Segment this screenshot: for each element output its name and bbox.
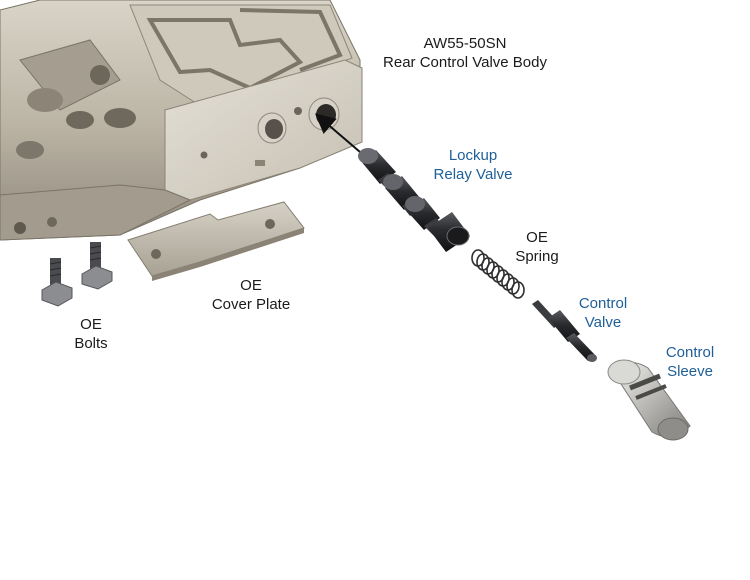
insertion-arrow [314,113,361,153]
oe-spring-part [471,249,525,299]
label-oe-cover-plate: OE Cover Plate [198,276,304,314]
label-valve-body: AW55-50SN Rear Control Valve Body [365,34,565,72]
label-oe-bolts: OE Bolts [58,315,124,353]
control-sleeve-part [607,359,691,441]
label-valve-body-line1: AW55-50SN [423,35,507,52]
label-lockup-line1: Lockup [448,147,498,164]
label-oe-spring: OE Spring [504,228,570,266]
lockup-relay-valve-part [358,148,470,252]
label-control-valve-line1: Control [578,295,628,312]
label-spring-line2: Spring [515,248,559,265]
label-lockup-line2: Relay Valve [433,166,513,183]
label-bolts-line2: Bolts [74,335,108,352]
oe-bolt-right [81,242,113,290]
label-valve-body-line2: Rear Control Valve Body [383,54,547,71]
label-control-valve: Control Valve [566,294,640,332]
oe-bolt-left [41,258,73,307]
oe-cover-plate-part [127,201,305,281]
label-cover-plate-line2: Cover Plate [211,296,291,313]
label-control-sleeve-line2: Sleeve [667,363,713,380]
label-control-sleeve-line1: Control [665,344,715,361]
valve-body-casting [0,0,363,241]
label-control-sleeve: Control Sleeve [654,343,726,381]
label-cover-plate-line1: OE [240,277,262,294]
label-spring-line1: OE [526,229,548,246]
control-valve-part [532,300,597,362]
label-control-valve-line2: Valve [584,314,622,331]
label-bolts-line1: OE [80,316,102,333]
label-lockup-relay-valve: Lockup Relay Valve [420,146,526,184]
